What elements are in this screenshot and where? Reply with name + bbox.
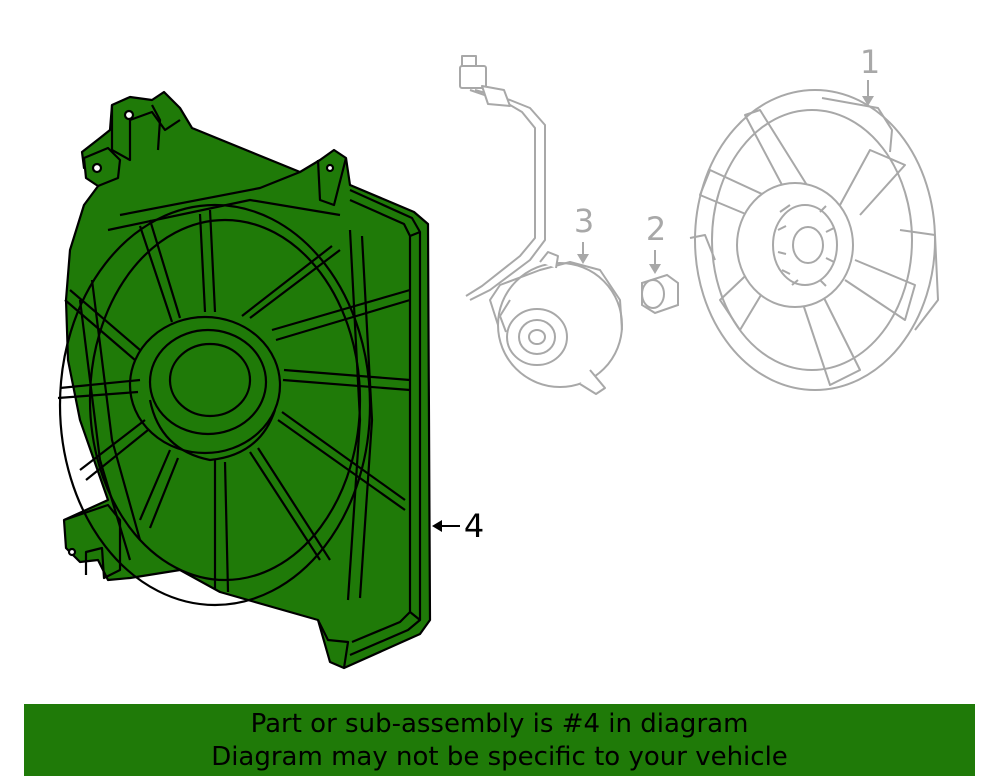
callout-2: 2 xyxy=(646,210,666,274)
fan-motor-part xyxy=(459,55,623,395)
callout-2-label: 2 xyxy=(646,210,666,248)
banner-line-1: Part or sub-assembly is #4 in diagram xyxy=(250,709,749,739)
banner-line-2: Diagram may not be specific to your vehi… xyxy=(211,742,788,772)
callout-3: 3 xyxy=(574,202,594,264)
callout-1-label: 1 xyxy=(860,43,880,81)
callout-1: 1 xyxy=(860,43,880,106)
nut-part xyxy=(641,273,679,315)
callout-4-label: 4 xyxy=(464,507,484,545)
fan-shroud-part xyxy=(57,90,432,670)
info-banner: Part or sub-assembly is #4 in diagram Di… xyxy=(24,704,975,776)
callout-3-label: 3 xyxy=(574,202,594,240)
callout-4: 4 xyxy=(432,507,484,545)
fan-blade-part xyxy=(689,89,939,391)
